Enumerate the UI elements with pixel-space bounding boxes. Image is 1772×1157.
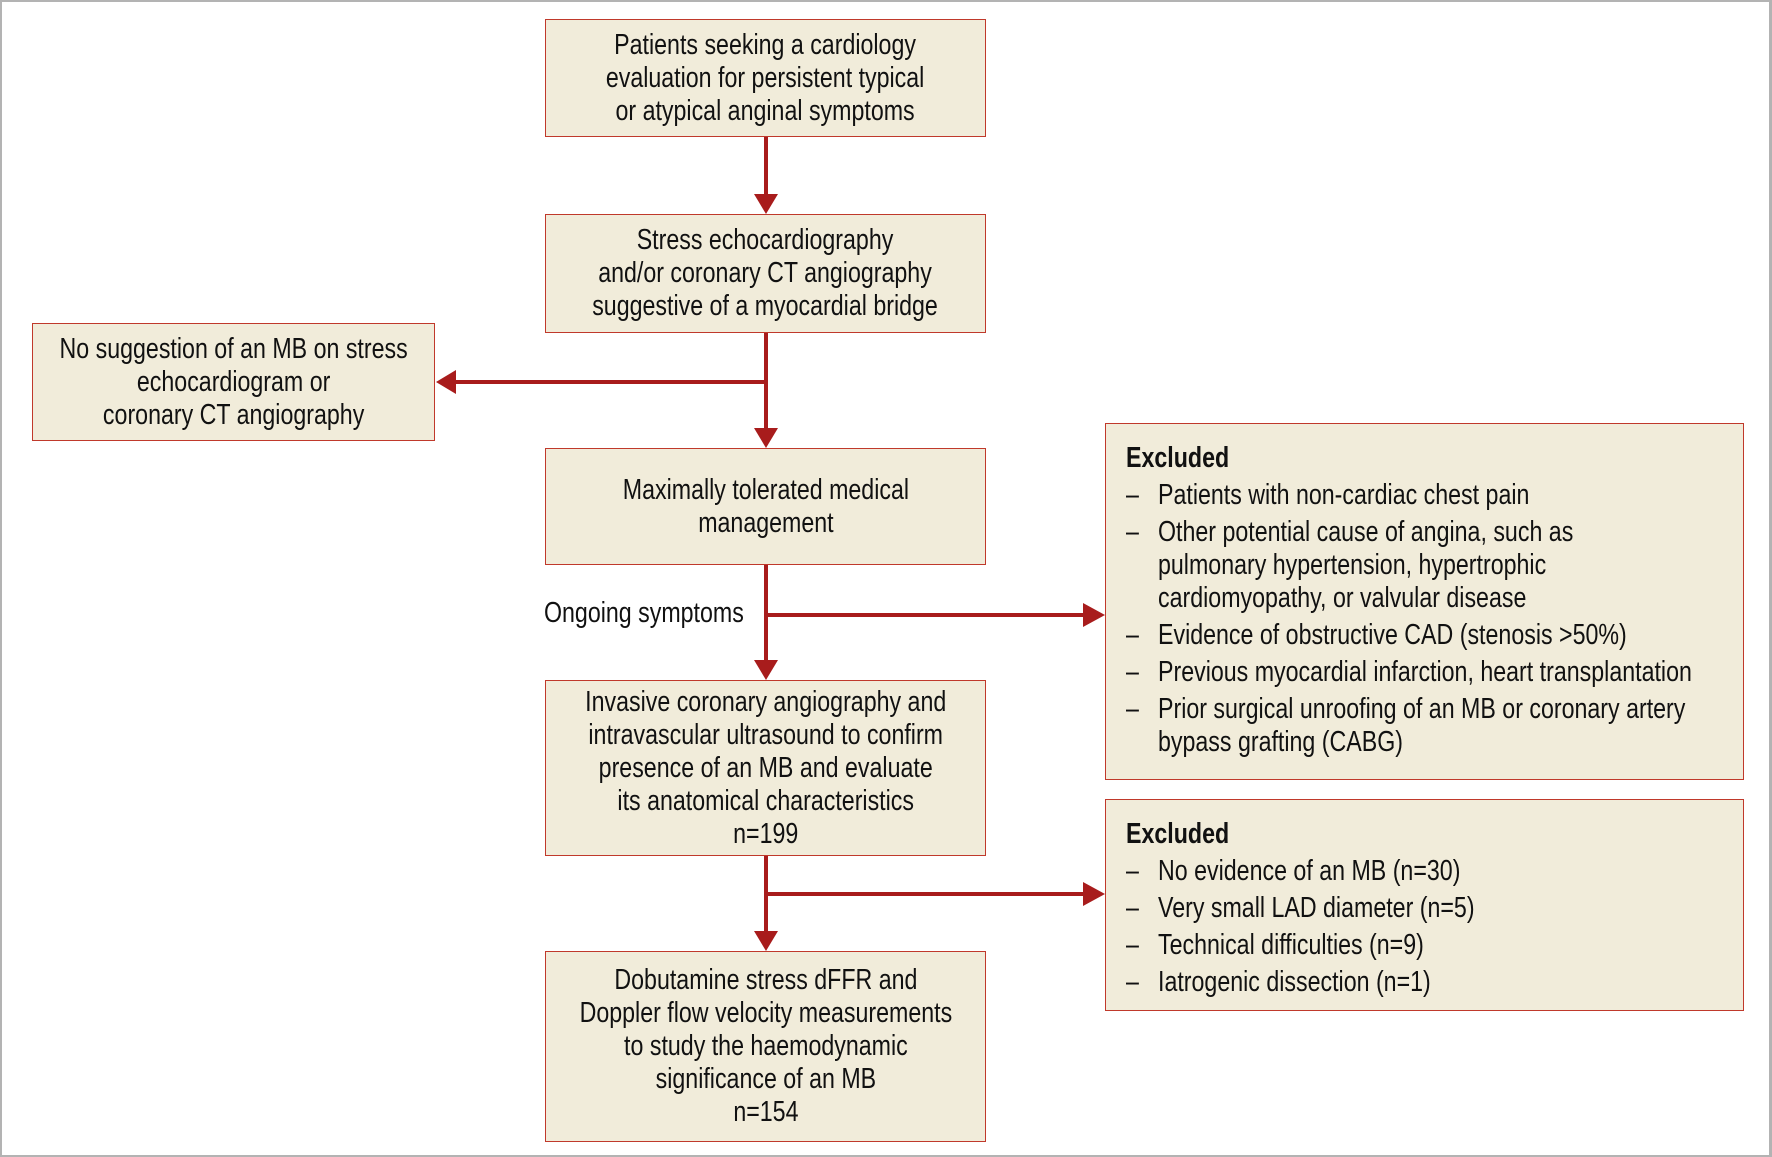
dash-bullet-icon: – (1126, 929, 1139, 961)
arrowhead-left-icon (436, 370, 456, 394)
dash-bullet-icon: – (1126, 479, 1139, 511)
box-text-line: presence of an MB and evaluate (598, 751, 933, 784)
box-referral: Patients seeking a cardiology evaluation… (545, 19, 986, 137)
excluded-item-text: pulmonary hypertension, hypertrophic (1158, 549, 1547, 581)
excluded-item: – Other potential cause of angina, such … (1126, 516, 1692, 615)
arrowhead-down-icon (754, 660, 778, 680)
arrowhead-down-icon (754, 931, 778, 951)
dash-bullet-icon: – (1126, 619, 1139, 651)
box-text-line: Dobutamine stress dFFR and (613, 964, 918, 996)
box-text-line: to study the haemodynamic (623, 1030, 908, 1062)
box-count: n=199 (732, 817, 799, 850)
excluded-item: – Technical difficulties (n=9) (1126, 929, 1475, 962)
arrowhead-right-icon (1083, 882, 1105, 906)
box-text-line: Stress echocardiography (637, 224, 894, 256)
dash-bullet-icon: – (1126, 693, 1139, 725)
box-text-line: its anatomical characteristics (617, 784, 914, 817)
excluded-item-text: Previous myocardial infarction, heart tr… (1158, 656, 1692, 688)
box-text-line: Maximally tolerated medical (622, 473, 909, 506)
dash-bullet-icon: – (1126, 892, 1139, 924)
excluded-item-text: No evidence of an MB (n=30) (1158, 855, 1461, 887)
box-text-line: intravascular ultrasound to confirm (588, 718, 943, 751)
arrowhead-right-icon (1083, 603, 1105, 627)
arrowhead-down-icon (754, 428, 778, 448)
box-text-line: suggestive of a myocardial bridge (592, 290, 939, 322)
excluded-box-1: Excluded – Patients with non-cardiac che… (1105, 423, 1744, 780)
box-dobutamine-dffr: Dobutamine stress dFFR and Doppler flow … (545, 951, 986, 1142)
box-text-line: management (697, 506, 834, 539)
dash-bullet-icon: – (1126, 656, 1139, 688)
excluded-item: – Iatrogenic dissection (n=1) (1126, 966, 1475, 999)
dash-bullet-icon: – (1126, 855, 1139, 887)
excluded-item: – Very small LAD diameter (n=5) (1126, 892, 1475, 925)
dash-bullet-icon: – (1126, 966, 1139, 998)
excluded-item-text: cardiomyopathy, or valvular disease (1158, 582, 1527, 614)
box-text-line: and/or coronary CT angiography (598, 257, 933, 289)
box-text-line: or atypical anginal symptoms (615, 94, 916, 127)
excluded-box-2: Excluded – No evidence of an MB (n=30) –… (1105, 799, 1744, 1011)
excluded-item-text: Iatrogenic dissection (n=1) (1158, 966, 1431, 998)
box-medical-management: Maximally tolerated medical management (545, 448, 986, 565)
excluded-item-text: bypass grafting (CABG) (1158, 726, 1403, 758)
box-no-mb: No suggestion of an MB on stress echocar… (32, 323, 435, 441)
box-count: n=154 (732, 1096, 799, 1128)
excluded-title: Excluded (1126, 818, 1230, 850)
excluded-item: – No evidence of an MB (n=30) (1126, 855, 1475, 888)
box-text-line: significance of an MB (655, 1063, 876, 1095)
box-text-line: No suggestion of an MB on stress (59, 332, 408, 365)
box-text-line: Doppler flow velocity measurements (579, 997, 952, 1029)
box-text-line: coronary CT angiography (102, 398, 365, 431)
excluded-item-text: Very small LAD diameter (n=5) (1158, 892, 1475, 924)
excluded-item: – Prior surgical unroofing of an MB or c… (1126, 693, 1692, 759)
box-text-line: evaluation for persistent typical (606, 61, 925, 94)
dash-bullet-icon: – (1126, 516, 1139, 548)
excluded-item-text: Other potential cause of angina, such as (1158, 516, 1574, 548)
excluded-item-text: Evidence of obstructive CAD (stenosis >5… (1158, 619, 1627, 651)
arrowhead-down-icon (754, 194, 778, 214)
excluded-item-text: Technical difficulties (n=9) (1158, 929, 1424, 961)
box-invasive-angiography: Invasive coronary angiography and intrav… (545, 680, 986, 856)
box-imaging: Stress echocardiography and/or coronary … (545, 214, 986, 333)
excluded-item: – Previous myocardial infarction, heart … (1126, 656, 1692, 689)
box-text-line: Patients seeking a cardiology (614, 28, 917, 61)
excluded-title: Excluded (1126, 442, 1230, 474)
box-text-line: Invasive coronary angiography and (584, 685, 947, 718)
box-text-line: echocardiogram or (136, 365, 331, 398)
excluded-item: – Patients with non-cardiac chest pain (1126, 479, 1692, 512)
excluded-item: – Evidence of obstructive CAD (stenosis … (1126, 619, 1692, 652)
excluded-item-text: Prior surgical unroofing of an MB or cor… (1158, 693, 1686, 725)
ongoing-symptoms-label: Ongoing symptoms (544, 597, 744, 629)
excluded-item-text: Patients with non-cardiac chest pain (1158, 479, 1530, 511)
